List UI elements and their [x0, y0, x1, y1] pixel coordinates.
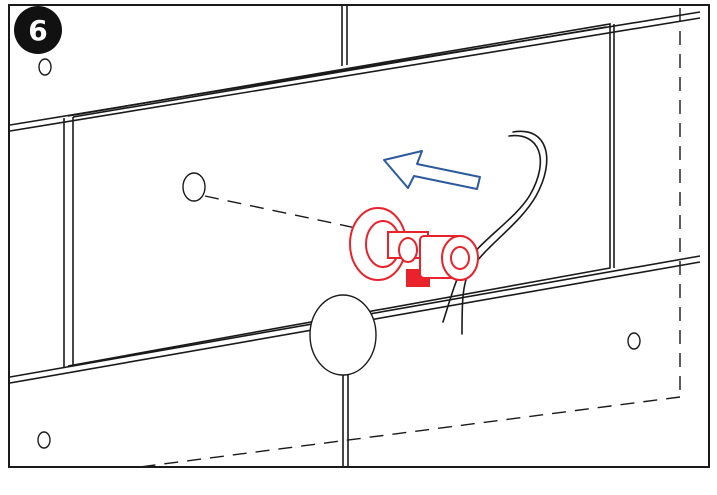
cable-line-a — [442, 134, 542, 323]
cable-line-b — [461, 130, 548, 335]
diagram-frame — [8, 4, 710, 468]
hole-pipe-inlet — [182, 172, 206, 202]
valve-knob-center — [450, 246, 470, 270]
hole-right — [627, 332, 641, 350]
dashed-bottom-edge — [139, 396, 681, 468]
tile-middle-inner-top — [72, 26, 607, 118]
angle-valve-icon — [349, 207, 479, 287]
wall-holes — [37, 58, 641, 449]
dashed-pipe-axis — [204, 195, 357, 229]
tile-line-upper-b — [9, 17, 701, 132]
hole-top-left — [38, 58, 52, 76]
cover-disc — [309, 294, 377, 376]
step-badge-circle — [14, 6, 62, 54]
dashed-guides — [139, 8, 681, 468]
step-number-badge: 6 — [14, 6, 62, 54]
hole-bottom-left — [37, 431, 51, 449]
step-number: 6 — [28, 14, 47, 47]
supply-cable — [442, 130, 548, 335]
direction-arrow-icon — [383, 150, 481, 190]
valve-body-ring — [398, 237, 418, 263]
